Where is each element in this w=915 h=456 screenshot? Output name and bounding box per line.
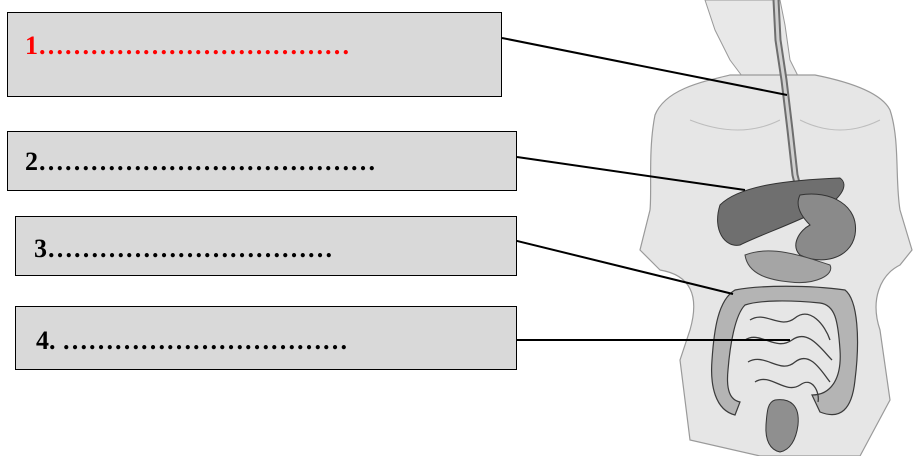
label-box-1[interactable]: 1……………………………… — [7, 12, 502, 97]
leader-line-2 — [516, 156, 746, 191]
large-intestine — [711, 285, 859, 416]
rectum — [765, 399, 799, 453]
label-text-3: 3…………………………… — [34, 234, 333, 263]
leader-line-1 — [501, 37, 788, 96]
pancreas — [744, 250, 832, 284]
label-text-4: 4. …………………………… — [36, 326, 348, 355]
label-text-2: 2………………………………… — [25, 147, 376, 176]
chest-shading — [689, 119, 881, 131]
label-text-1: 1……………………………… — [25, 31, 350, 60]
label-box-3[interactable]: 3…………………………… — [15, 216, 517, 276]
small-intestine — [744, 313, 833, 403]
label-box-2[interactable]: 2………………………………… — [7, 131, 517, 191]
leader-line-3 — [504, 237, 734, 295]
label-box-4[interactable]: 4. …………………………… — [15, 306, 517, 370]
